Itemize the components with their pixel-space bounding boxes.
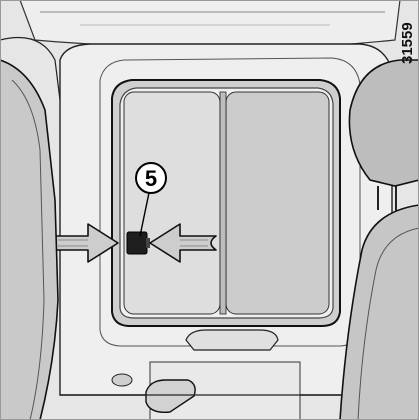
window-divider [220, 92, 226, 314]
reference-code: 31559 [397, 2, 419, 64]
sliding-glass-pane [226, 92, 329, 314]
fixed-glass-pane [124, 92, 220, 314]
ceiling-panel [20, 0, 400, 48]
window-latch-icon [127, 232, 150, 254]
door-pull-handle [186, 330, 278, 350]
callout-number: 5 [145, 166, 157, 191]
